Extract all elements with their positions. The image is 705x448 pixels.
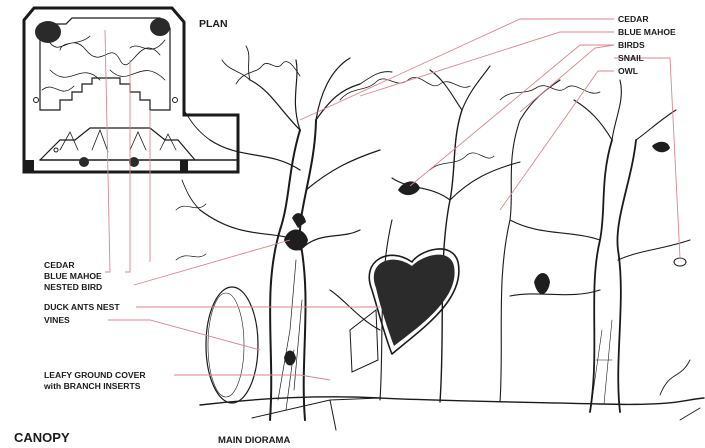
left-callout-mid: DUCK ANTS NEST VINES: [44, 302, 120, 325]
left-callout-upper: CEDAR BLUE MAHOE NESTED BIRD: [44, 260, 102, 292]
callout-duck-ants-nest: DUCK ANTS NEST: [44, 302, 120, 312]
main-diorama-title: MAIN DIORAMA: [218, 435, 290, 446]
callout-vines: VINES: [44, 315, 70, 325]
canopy-title: CANOPY: [14, 430, 70, 445]
callout-blue-mahoe-left: BLUE MAHOE: [44, 271, 102, 281]
callout-cedar-right: CEDAR: [618, 14, 649, 24]
callout-blue-mahoe-right: BLUE MAHOE: [618, 27, 676, 37]
left-callout-lower: LEAFY GROUND COVER with BRANCH INSERTS: [43, 370, 146, 391]
callout-birds: BIRDS: [618, 40, 645, 50]
plan-title: PLAN: [199, 18, 228, 30]
dark-elements: [284, 142, 670, 372]
callout-branch-inserts: with BRANCH INSERTS: [43, 381, 141, 391]
diorama-drawing: [176, 46, 704, 430]
callout-nested-bird: NESTED BIRD: [44, 282, 102, 292]
callout-owl: OWL: [618, 66, 638, 76]
right-callout-list: CEDAR BLUE MAHOE BIRDS SNAIL OWL: [618, 14, 676, 76]
callout-snail: SNAIL: [618, 53, 644, 63]
callout-cedar-left: CEDAR: [44, 260, 75, 270]
callout-leafy-ground-cover: LEAFY GROUND COVER: [44, 370, 146, 380]
